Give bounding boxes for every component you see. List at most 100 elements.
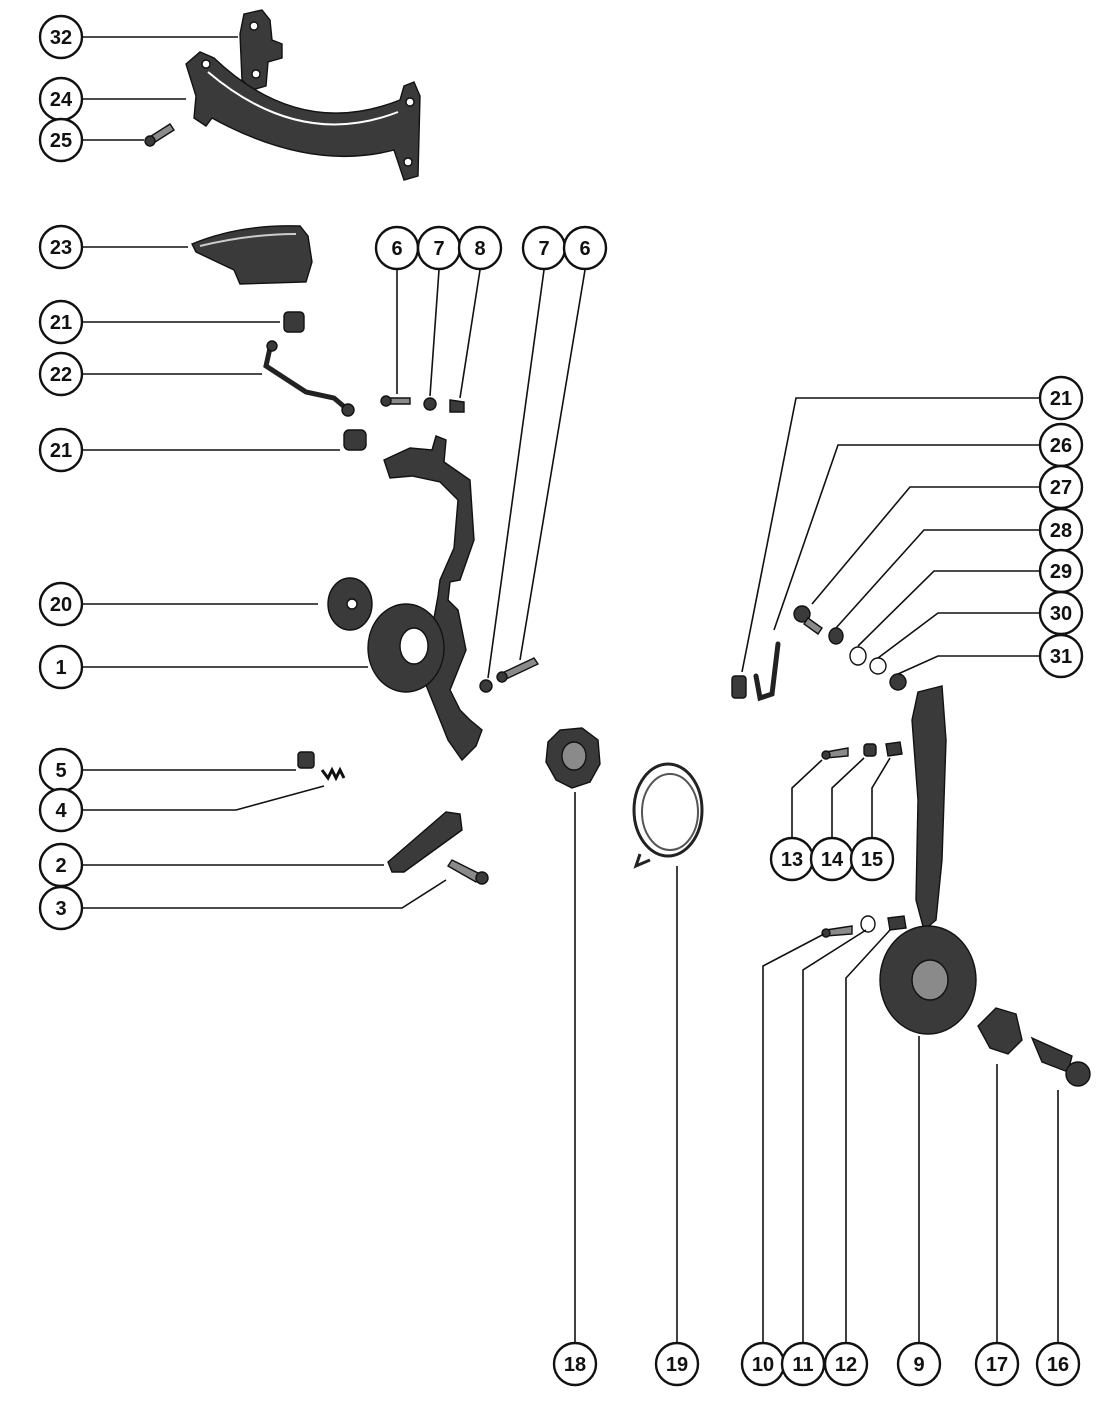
part-4-spring bbox=[320, 766, 346, 782]
callout-number: 25 bbox=[50, 130, 72, 152]
part-14-washer bbox=[863, 743, 877, 757]
callout-circle bbox=[849, 836, 895, 882]
callout-11: 11 bbox=[780, 1341, 826, 1387]
callout-circle bbox=[552, 1341, 598, 1387]
part-13-screw bbox=[821, 747, 849, 760]
callout-27: 27 bbox=[1038, 464, 1084, 510]
callout-12: 12 bbox=[823, 1341, 869, 1387]
callout-7: 7 bbox=[416, 225, 462, 271]
callout-circle bbox=[562, 225, 608, 271]
callout-number: 6 bbox=[579, 238, 590, 260]
callout-number: 15 bbox=[861, 849, 883, 871]
callout-22: 22 bbox=[38, 351, 84, 397]
callout-circle bbox=[1035, 1341, 1081, 1387]
part-23-cover-plate bbox=[191, 225, 313, 285]
part-31-nut bbox=[889, 673, 907, 691]
callout-3: 3 bbox=[38, 885, 84, 931]
part-12-nut bbox=[887, 915, 907, 931]
part-10-screw bbox=[821, 925, 853, 938]
callout-circle bbox=[38, 117, 84, 163]
callout-18: 18 bbox=[552, 1341, 598, 1387]
part-21-nut-right bbox=[731, 675, 747, 699]
part-7-washer-right bbox=[479, 679, 493, 693]
callout-23: 23 bbox=[38, 224, 84, 270]
callout-14: 14 bbox=[809, 836, 855, 882]
callout-number: 21 bbox=[50, 440, 72, 462]
callout-number: 29 bbox=[1050, 561, 1072, 583]
callout-number: 2 bbox=[55, 855, 66, 877]
part-17-bushing bbox=[977, 1007, 1023, 1055]
part-15-nut bbox=[885, 741, 903, 757]
callout-number: 4 bbox=[55, 800, 67, 822]
callout-number: 16 bbox=[1047, 1354, 1069, 1376]
callout-number: 21 bbox=[1050, 388, 1072, 410]
part-11-washer bbox=[860, 915, 876, 933]
callout-number: 23 bbox=[50, 237, 72, 259]
callout-circle bbox=[896, 1341, 942, 1387]
callout-5: 5 bbox=[38, 747, 84, 793]
part-24-curved-strap bbox=[185, 51, 421, 181]
callout-number: 32 bbox=[50, 27, 72, 49]
callout-circle bbox=[823, 1341, 869, 1387]
callout-circle bbox=[1038, 633, 1084, 679]
callout-number: 20 bbox=[50, 594, 72, 616]
callout-number: 13 bbox=[781, 849, 803, 871]
callout-13: 13 bbox=[769, 836, 815, 882]
callout-circle bbox=[38, 14, 84, 60]
callout-circle bbox=[38, 644, 84, 690]
callout-number: 30 bbox=[1050, 603, 1072, 625]
callout-circle bbox=[38, 581, 84, 627]
part-6-screw-top bbox=[380, 395, 411, 407]
callout-number: 12 bbox=[835, 1354, 857, 1376]
callout-21: 21 bbox=[1038, 375, 1084, 421]
part-20-washer bbox=[327, 577, 373, 631]
callout-26: 26 bbox=[1038, 422, 1084, 468]
callout-15: 15 bbox=[849, 836, 895, 882]
callout-number: 31 bbox=[1050, 646, 1072, 668]
callout-1: 1 bbox=[38, 644, 84, 690]
callout-4: 4 bbox=[38, 787, 84, 833]
callout-7: 7 bbox=[521, 225, 567, 271]
callout-number: 7 bbox=[433, 238, 444, 260]
part-3-screw bbox=[447, 859, 489, 885]
callout-31: 31 bbox=[1038, 633, 1084, 679]
callout-16: 16 bbox=[1035, 1341, 1081, 1387]
callout-circle bbox=[654, 1341, 700, 1387]
part-22-link-rod bbox=[263, 340, 355, 417]
callout-number: 17 bbox=[986, 1354, 1008, 1376]
callout-6: 6 bbox=[374, 225, 420, 271]
callout-9: 9 bbox=[896, 1341, 942, 1387]
callout-25: 25 bbox=[38, 117, 84, 163]
callout-number: 21 bbox=[50, 312, 72, 334]
callout-17: 17 bbox=[974, 1341, 1020, 1387]
callout-number: 1 bbox=[55, 657, 66, 679]
callout-number: 28 bbox=[1050, 520, 1072, 542]
callout-2: 2 bbox=[38, 842, 84, 888]
part-5-nut bbox=[297, 751, 315, 769]
part-21-nut-top bbox=[283, 311, 305, 333]
callout-29: 29 bbox=[1038, 548, 1084, 594]
callout-number: 5 bbox=[55, 760, 66, 782]
callout-circle bbox=[38, 427, 84, 473]
part-7-washer-top bbox=[423, 397, 437, 411]
callout-number: 3 bbox=[55, 898, 66, 920]
callout-number: 11 bbox=[792, 1354, 813, 1376]
callout-circle bbox=[38, 787, 84, 833]
callout-circle bbox=[38, 885, 84, 931]
callout-circle bbox=[974, 1341, 1020, 1387]
callout-10: 10 bbox=[740, 1341, 786, 1387]
callout-28: 28 bbox=[1038, 507, 1084, 553]
callout-number: 26 bbox=[1050, 435, 1072, 457]
part-6-screw-right bbox=[496, 657, 540, 683]
part-32-bracket bbox=[239, 9, 283, 91]
callout-number: 7 bbox=[538, 238, 549, 260]
callout-20: 20 bbox=[38, 581, 84, 627]
part-30-lock-washer bbox=[869, 657, 887, 675]
part-19-coil-spring bbox=[632, 762, 704, 869]
callout-number: 22 bbox=[50, 364, 72, 386]
part-16-bolt bbox=[1030, 1036, 1091, 1087]
leader-lines bbox=[82, 36, 1059, 1342]
callout-6: 6 bbox=[562, 225, 608, 271]
